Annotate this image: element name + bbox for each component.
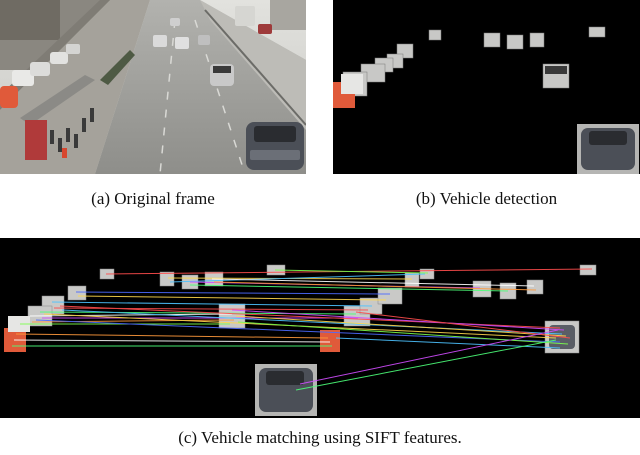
- vehicle-matching-image: [0, 238, 640, 418]
- caption-vehicle-matching: (c) Vehicle matching using SIFT features…: [178, 428, 462, 447]
- vehicle-detection-image: [333, 0, 640, 174]
- original-frame-image: [0, 0, 306, 174]
- caption-vehicle-detection: (b) Vehicle detection: [415, 189, 558, 208]
- detection-crops: [333, 26, 639, 174]
- caption-original-frame: (a) Original frame: [91, 189, 215, 208]
- matching-visualization: [4, 264, 597, 416]
